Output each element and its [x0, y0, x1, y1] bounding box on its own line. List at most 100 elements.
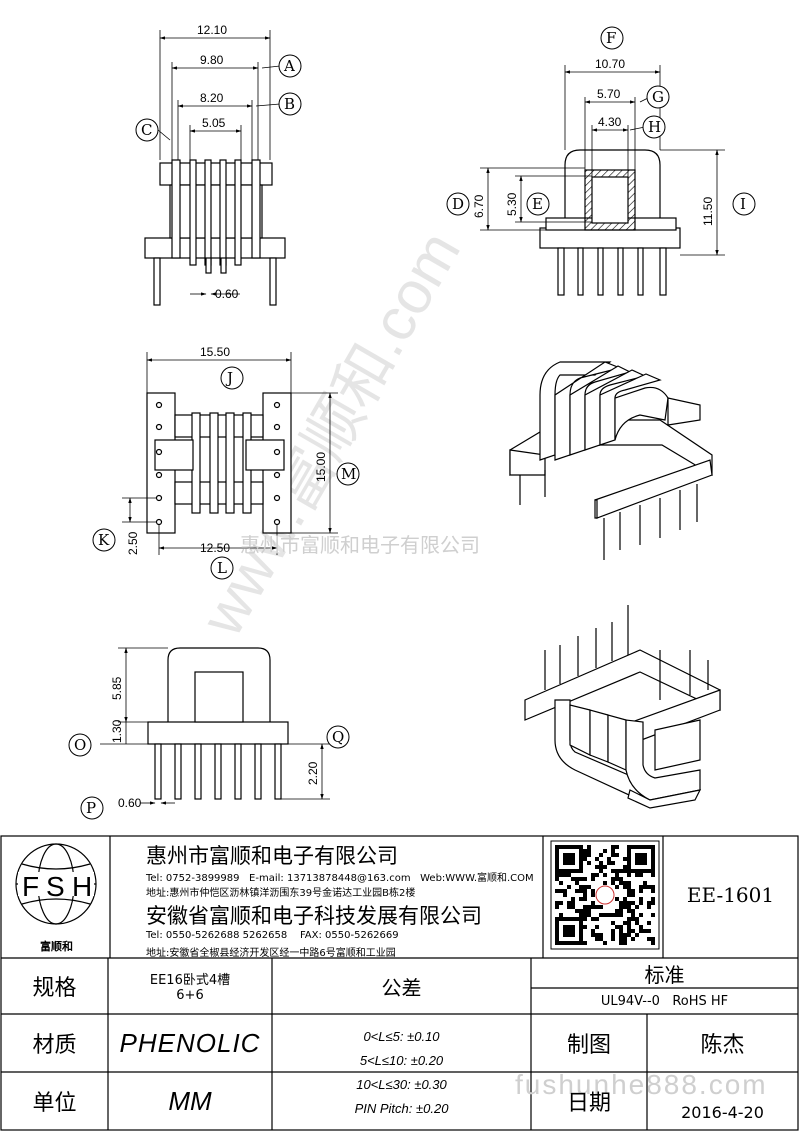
svg-text:A: A [283, 57, 295, 75]
spec-value-line1: EE16卧式4槽 [149, 973, 231, 988]
company2-address: 地址:安徽省全椒县经济开发区经一中路6号富顺和工业园 [146, 948, 396, 959]
dim-top-pitch-y: 2.50 [126, 531, 140, 555]
dim-front-d4: 5.05 [202, 116, 226, 130]
callout-i: I [732, 192, 756, 216]
callout-c: C [135, 118, 159, 142]
svg-text:P: P [86, 799, 96, 817]
company1-contact: Tel: 0752-3899989 E-mail: 13713878448@16… [146, 873, 534, 884]
dim-bottom-h2: 1.30 [110, 719, 124, 743]
date-value: 2016-4-20 [681, 1102, 764, 1122]
fsh-logo [15, 843, 97, 925]
callout-h: H [642, 115, 666, 139]
dim-top-height: 15.00 [314, 452, 328, 482]
date-label: 日期 [566, 1091, 611, 1116]
company1-address: 地址:惠州市仲恺区沥林镇洋沥围东39号金诺达工业园B栋2楼 [146, 888, 416, 899]
svg-text:F: F [606, 29, 616, 47]
isometric-view-bottom [524, 605, 721, 809]
tolerance-item-3: 10<L≤30: ±0.30 [356, 1077, 447, 1092]
title-block-grid [0, 835, 799, 1131]
callout-f: F [600, 26, 624, 50]
material-value: PHENOLIC [119, 1027, 261, 1058]
tolerance-item-2: 5<L≤10: ±0.20 [359, 1053, 444, 1068]
front-view-dims: 12.10 9.80 8.20 5.05 0.60 [197, 23, 239, 301]
svg-text:E: E [532, 195, 543, 213]
svg-text:I: I [740, 195, 746, 213]
dim-bottom-pin: 0.60 [118, 796, 142, 810]
svg-text:B: B [284, 95, 295, 113]
callouts: A B C D E F G H I J K L M O P Q [68, 26, 756, 820]
drawn-label: 制图 [566, 1033, 611, 1058]
svg-text:G: G [652, 88, 664, 106]
side-view [480, 65, 725, 296]
standard-label: 标准 [644, 962, 685, 987]
logo-letter-f: F [22, 871, 39, 902]
company1-name: 惠州市富顺和电子有限公司 [146, 844, 398, 868]
tolerance-item-1: 0<L≤5: ±0.10 [363, 1029, 440, 1044]
top-view-dims: 15.50 15.00 12.50 2.50 [126, 345, 328, 555]
svg-text:H: H [648, 118, 661, 136]
svg-text:J: J [225, 369, 233, 387]
qr-code [550, 840, 660, 950]
spec-value: EE16卧式4槽 6+6 [108, 958, 272, 1014]
callout-m: M [336, 462, 360, 486]
dim-bottom-h1: 5.85 [110, 676, 124, 700]
dim-top-width: 15.50 [200, 345, 230, 359]
watermark-center-text: 惠州市富顺和电子有限公司 [240, 533, 480, 557]
part-number: EE-1601 [686, 883, 775, 907]
logo-caption: 富顺和 [40, 940, 73, 953]
callout-g: G [646, 85, 670, 109]
callout-j: J [220, 366, 244, 390]
svg-text:D: D [452, 195, 464, 213]
dim-side-h2: 5.30 [505, 192, 519, 216]
standard-value: UL94V--0 RoHS HF [600, 993, 729, 1009]
callout-a: A [278, 54, 302, 78]
drawn-value: 陈杰 [700, 1033, 745, 1058]
svg-text:O: O [74, 736, 86, 754]
company2-contact: Tel: 0550-5262688 5262658 FAX: 0550-5262… [146, 930, 399, 941]
callout-q: Q [326, 725, 350, 749]
unit-value: MM [168, 1085, 212, 1116]
callout-d: D [446, 192, 470, 216]
logo-letters: F S H [22, 871, 92, 902]
company2-name: 安徽省富顺和电子科技发展有限公司 [146, 904, 482, 928]
callout-o: O [68, 733, 92, 757]
callout-e: E [526, 192, 550, 216]
dim-top-pitch-x: 12.50 [200, 541, 230, 555]
callout-l: L [210, 556, 234, 580]
svg-text:L: L [217, 559, 227, 577]
logo-letter-h: H [72, 871, 92, 902]
callout-b: B [278, 92, 302, 116]
dim-side-d3: 4.30 [598, 115, 622, 129]
dim-side-h3: 11.50 [701, 197, 715, 226]
dim-side-d2: 5.70 [597, 87, 621, 101]
unit-label: 单位 [32, 1091, 77, 1116]
watermark-bottom: fushunhe888.com [515, 1069, 768, 1100]
front-view [144, 30, 286, 306]
spec-value-line2: 6+6 [176, 988, 204, 1003]
tolerance-label: 公差 [381, 975, 422, 1000]
tolerance-item-4: PIN Pitch: ±0.20 [354, 1101, 449, 1116]
dim-bottom-h3: 2.20 [306, 761, 320, 785]
dim-front-pin: 0.60 [215, 287, 239, 301]
dim-side-h1: 6.70 [472, 194, 486, 218]
svg-text:M: M [341, 465, 356, 483]
dim-front-d1: 12.10 [197, 23, 227, 37]
bottom-view-dims: 5.85 1.30 2.20 0.60 [110, 676, 320, 810]
bottom-view [100, 647, 330, 805]
logo-letter-s: S [46, 871, 65, 902]
svg-text:C: C [141, 121, 152, 139]
side-view-dims: 10.70 5.70 4.30 6.70 5.30 11.50 [472, 57, 715, 226]
material-label: 材质 [32, 1033, 77, 1058]
spec-label: 规格 [32, 976, 77, 1001]
dim-front-d3: 8.20 [200, 91, 224, 105]
dim-side-d1: 10.70 [595, 57, 625, 71]
svg-text:Q: Q [332, 728, 344, 746]
svg-text:K: K [98, 531, 110, 549]
callout-k: K [92, 528, 116, 552]
callout-p: P [80, 796, 104, 820]
dim-front-d2: 9.80 [200, 53, 224, 67]
tolerance-list: 0<L≤5: ±0.10 5<L≤10: ±0.20 10<L≤30: ±0.3… [272, 1020, 531, 1126]
isometric-view-top [509, 361, 713, 560]
top-view [122, 352, 338, 555]
